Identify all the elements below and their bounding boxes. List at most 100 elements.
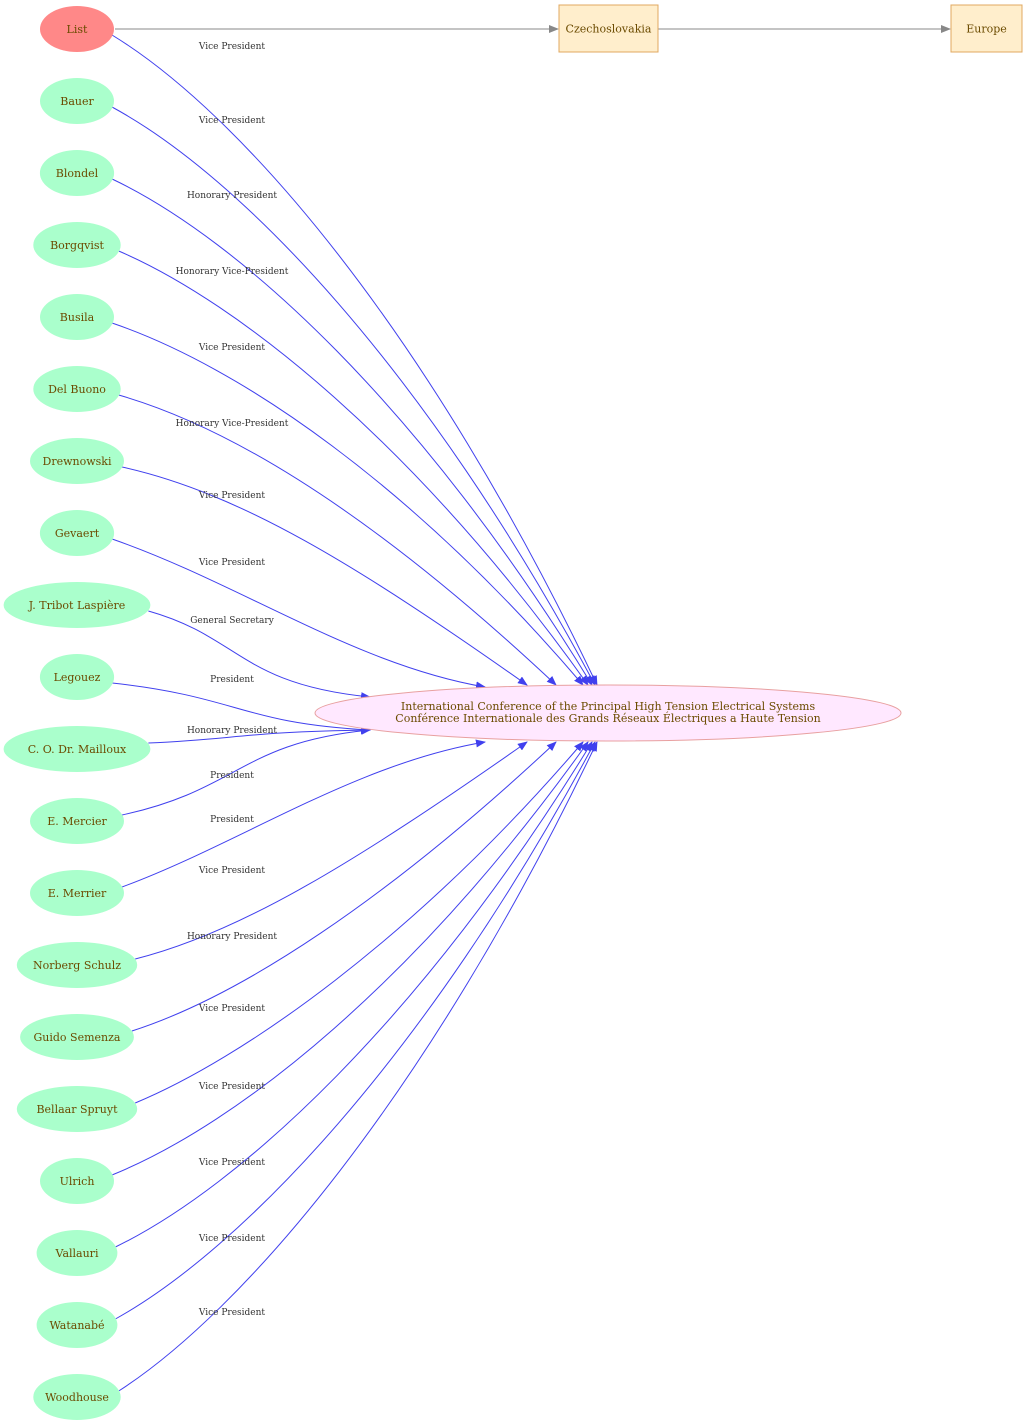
edge-label-j-tribot-laspiere: General Secretary <box>190 616 274 626</box>
edge-label-woodhouse: Vice President <box>198 1308 266 1318</box>
node-shape <box>20 1014 134 1060</box>
node-label: Busila <box>60 311 95 324</box>
person-node-busila[interactable]: Busila <box>40 294 114 340</box>
person-node-borgqvist[interactable]: Borgqvist <box>33 222 121 268</box>
edge-label-c-o-dr-mailloux: Honorary President <box>187 726 277 736</box>
edge-e-mercier <box>121 726 371 816</box>
center-node-title-en: International Conference of the Principa… <box>401 700 816 713</box>
edge-label-vallauri: Vice President <box>198 1158 266 1168</box>
person-node-bauer[interactable]: Bauer <box>40 78 114 124</box>
edge-label-e-merrier: President <box>210 815 254 825</box>
edge-bellaar-spruyt <box>135 741 584 1104</box>
edge-label-bellaar-spruyt: Vice President <box>198 1004 266 1014</box>
node-label: Del Buono <box>48 383 106 396</box>
center-node[interactable]: International Conference of the Principa… <box>314 684 902 742</box>
node-shape <box>39 510 115 556</box>
edge-label-bauer: Vice President <box>198 116 266 126</box>
node-label: Norberg Schulz <box>33 959 121 972</box>
person-node-drewnowski[interactable]: Drewnowski <box>30 438 124 484</box>
node-label: J. Tribot Laspière <box>28 599 126 612</box>
edge-drewnowski <box>121 466 528 686</box>
edge-label-ulrich: Vice President <box>198 1082 266 1092</box>
node-shape <box>16 1086 138 1132</box>
edge-gevaert <box>111 538 486 690</box>
edge-bauer <box>111 106 596 686</box>
edge-legouez <box>112 682 371 734</box>
edge-watanabe <box>115 741 596 1320</box>
edge-ulrich <box>111 741 589 1176</box>
person-node-bellaar-spruyt[interactable]: Bellaar Spruyt <box>16 1086 138 1132</box>
person-node-guido-semenza[interactable]: Guido Semenza <box>20 1014 134 1060</box>
person-node-e-merrier[interactable]: E. Merrier <box>30 870 124 916</box>
person-node-ulrich[interactable]: Ulrich <box>40 1158 114 1204</box>
node-shape <box>16 942 138 988</box>
node-label: E. Merrier <box>48 887 107 900</box>
edge-list <box>111 34 598 686</box>
node-shape <box>39 150 115 196</box>
edge-j-tribot-laspiere <box>148 610 371 701</box>
node-shape <box>40 1158 114 1204</box>
source-node[interactable]: List <box>40 6 114 52</box>
node-label: Ulrich <box>60 1175 95 1188</box>
edge-e-merrier <box>121 739 486 888</box>
person-node-e-mercier[interactable]: E. Mercier <box>30 798 124 844</box>
edge-busila <box>111 322 584 686</box>
node-shape <box>3 582 151 628</box>
edge-label-e-mercier: President <box>210 771 254 781</box>
person-node-del-buono[interactable]: Del Buono <box>33 366 121 412</box>
edge-blondel <box>111 178 593 686</box>
edge-label-watanabe: Vice President <box>198 1234 266 1244</box>
person-node-blondel[interactable]: Blondel <box>39 150 115 196</box>
person-node-woodhouse[interactable]: Woodhouse <box>33 1374 121 1420</box>
person-node-vallauri[interactable]: Vallauri <box>36 1230 118 1276</box>
node-shape <box>40 294 114 340</box>
edge-vallauri <box>115 741 593 1248</box>
center-node-ellipse <box>314 684 902 742</box>
node-shape <box>3 726 151 772</box>
node-label: Gevaert <box>55 527 100 540</box>
edge-label-drewnowski: Vice President <box>198 491 266 501</box>
chain-node-europe[interactable]: Europe <box>950 4 1023 53</box>
person-node-watanabe[interactable]: Watanabé <box>36 1302 118 1348</box>
person-node-c-o-dr-mailloux[interactable]: C. O. Dr. Mailloux <box>3 726 151 772</box>
node-label: E. Mercier <box>47 815 107 828</box>
chain-node-czechoslovakia[interactable]: Czechoslovakia <box>558 4 659 53</box>
node-shape <box>40 78 114 124</box>
node-shape <box>36 1230 118 1276</box>
person-node-legouez[interactable]: Legouez <box>39 654 115 700</box>
node-shape <box>36 1302 118 1348</box>
edge-label-guido-semenza: Honorary President <box>187 932 277 942</box>
chain-node-label: Europe <box>966 23 1007 36</box>
node-label: Watanabé <box>49 1319 104 1332</box>
edge-label-gevaert: Vice President <box>198 558 266 568</box>
edge-guido-semenza <box>131 741 557 1032</box>
node-label: Drewnowski <box>43 455 112 468</box>
node-label: Blondel <box>56 167 99 180</box>
chain-node-box <box>558 4 659 53</box>
node-shape <box>33 366 121 412</box>
edge-del-buono <box>118 394 557 686</box>
node-label: C. O. Dr. Mailloux <box>28 743 127 756</box>
edge-borgqvist <box>118 250 589 686</box>
node-shape <box>39 654 115 700</box>
edge-norberg-schulz <box>135 741 528 960</box>
edge-label-busila: Vice President <box>198 343 266 353</box>
node-label: Legouez <box>54 671 101 684</box>
node-shape <box>30 438 124 484</box>
edge-c-o-dr-mailloux <box>148 726 371 744</box>
edge-label-norberg-schulz: Vice President <box>198 866 266 876</box>
chain-node-label: Czechoslovakia <box>566 23 652 36</box>
center-node-title-fr: Conférence Internationale des Grands Rés… <box>395 711 820 725</box>
node-shape <box>33 1374 121 1420</box>
node-label: Guido Semenza <box>34 1031 121 1044</box>
node-label: Borgqvist <box>50 239 104 252</box>
person-node-j-tribot-laspiere[interactable]: J. Tribot Laspière <box>3 582 151 628</box>
node-label: List <box>67 23 88 36</box>
person-node-gevaert[interactable]: Gevaert <box>39 510 115 556</box>
node-shape <box>40 6 114 52</box>
node-label: Woodhouse <box>45 1391 109 1404</box>
person-node-norberg-schulz[interactable]: Norberg Schulz <box>16 942 138 988</box>
node-shape <box>30 798 124 844</box>
